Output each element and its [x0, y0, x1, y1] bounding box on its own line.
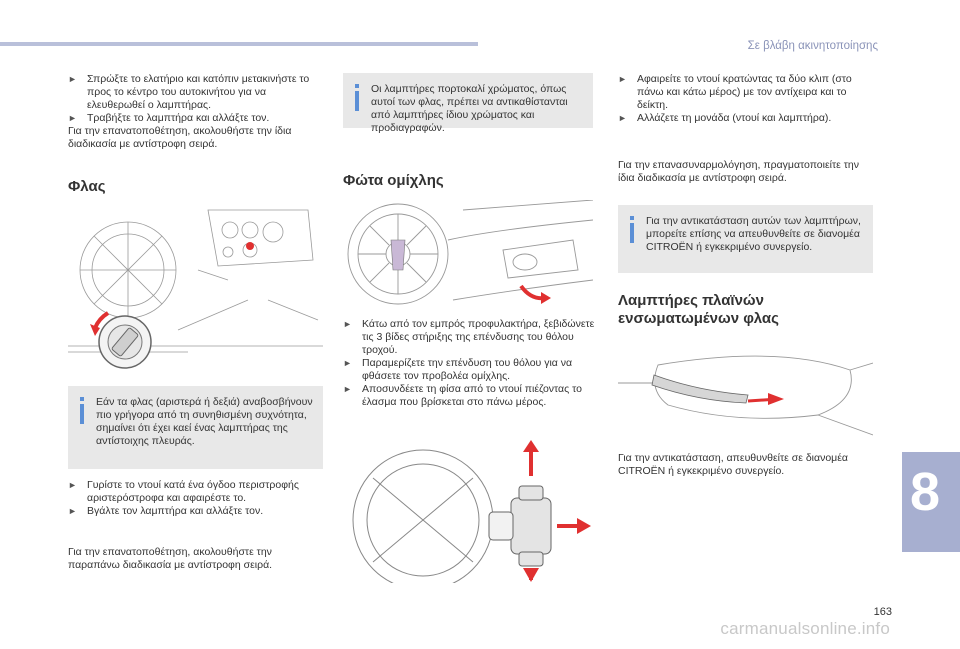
list-item: ►Αλλάζετε τη μονάδα (ντουί και λαμπτήρα)…: [618, 112, 832, 124]
bullet-list: ►Κάτω από τον εμπρός προφυλακτήρα, ξεβιδ…: [343, 318, 595, 409]
fog-lamp-illustration: [343, 200, 593, 308]
bullet-arrow-icon: ►: [343, 358, 352, 368]
bullet-arrow-icon: ►: [68, 506, 77, 516]
bullet-arrow-icon: ►: [68, 74, 77, 84]
headlamp-illustration: [68, 200, 323, 378]
bullet-arrow-icon: ►: [68, 113, 77, 123]
bullet-list: ►Γυρίστε το ντουί κατά ένα όγδοο περιστρ…: [68, 479, 318, 518]
paragraph: Για την επανατοποθέτηση, ακολουθήστε την…: [68, 546, 273, 571]
list-item: ►Γυρίστε το ντουί κατά ένα όγδοο περιστρ…: [68, 479, 299, 504]
heading-fog-lamps: Φώτα ομίχλης: [343, 172, 444, 189]
bullet-arrow-icon: ►: [618, 74, 627, 84]
list-item: ►Σπρώξτε το ελατήριο και κατόπιν μετακιν…: [68, 73, 310, 111]
list-item: ►Παραμερίζετε την επένδυση του θόλου για…: [343, 357, 573, 382]
bullet-list: ►Αφαιρείτε το ντουί κρατώντας τα δύο κλι…: [618, 73, 870, 125]
chapter-number: 8: [910, 462, 941, 522]
bullet-arrow-icon: ►: [343, 319, 352, 329]
bullet-arrow-icon: ►: [343, 384, 352, 394]
header-bar: [0, 42, 478, 46]
bullet-list: ►Σπρώξτε το ελατήριο και κατόπιν μετακιν…: [68, 73, 318, 125]
note-box: Για την αντικατάσταση αυτών των λαμπτήρω…: [618, 205, 873, 273]
page-number: 163: [873, 606, 892, 618]
bullet-arrow-icon: ►: [618, 113, 627, 123]
list-item: ►Βγάλτε τον λαμπτήρα και αλλάξτε τον.: [68, 505, 264, 517]
column-3: ►Αφαιρείτε το ντουί κρατώντας τα δύο κλι…: [618, 73, 870, 125]
paragraph: Για την αντικατάσταση, απευθυνθείτε σε δ…: [618, 452, 848, 477]
list-item: ►Τραβήξτε το λαμπτήρα και αλλάξτε τον.: [68, 112, 270, 124]
heading-indicators: Φλας: [68, 178, 106, 195]
info-icon: [77, 397, 87, 433]
heading-side-repeaters: Λαμπτήρες πλαϊνών ενσωματωμένων φλας: [618, 292, 779, 327]
chapter-tab: 8: [902, 452, 960, 552]
section-title: Σε βλάβη ακινητοποίησης: [747, 40, 878, 52]
info-icon: [627, 216, 637, 252]
watermark: carmanualsonline.info: [720, 619, 890, 638]
column-2-list: ►Κάτω από τον εμπρός προφυλακτήρα, ξεβιδ…: [343, 318, 595, 409]
column-1: ►Σπρώξτε το ελατήριο και κατόπιν μετακιν…: [68, 73, 318, 151]
info-icon: [352, 84, 362, 120]
paragraph: Για την επανασυναρμολόγηση, πραγματοποιε…: [618, 159, 859, 184]
fog-lamp-bulb-illustration: [343, 438, 595, 583]
list-item: ►Αφαιρείτε το ντουί κρατώντας τα δύο κλι…: [618, 73, 852, 111]
bullet-arrow-icon: ►: [68, 480, 77, 490]
list-item: ►Αποσυνδέετε τη φίσα από το ντουί πιέζον…: [343, 383, 582, 408]
column-1-bottom: ►Γυρίστε το ντουί κατά ένα όγδοο περιστρ…: [68, 479, 318, 518]
mirror-indicator-illustration: [618, 345, 873, 445]
note-box: Οι λαμπτήρες πορτοκαλί χρώματος, όπως αυ…: [343, 73, 593, 134]
paragraph: Για την επανατοποθέτηση, ακολουθήστε την…: [68, 125, 292, 150]
list-item: ►Κάτω από τον εμπρός προφυλακτήρα, ξεβιδ…: [343, 318, 595, 356]
note-box: Εάν τα φλας (αριστερά ή δεξιά) αναβοσβήν…: [68, 386, 323, 469]
